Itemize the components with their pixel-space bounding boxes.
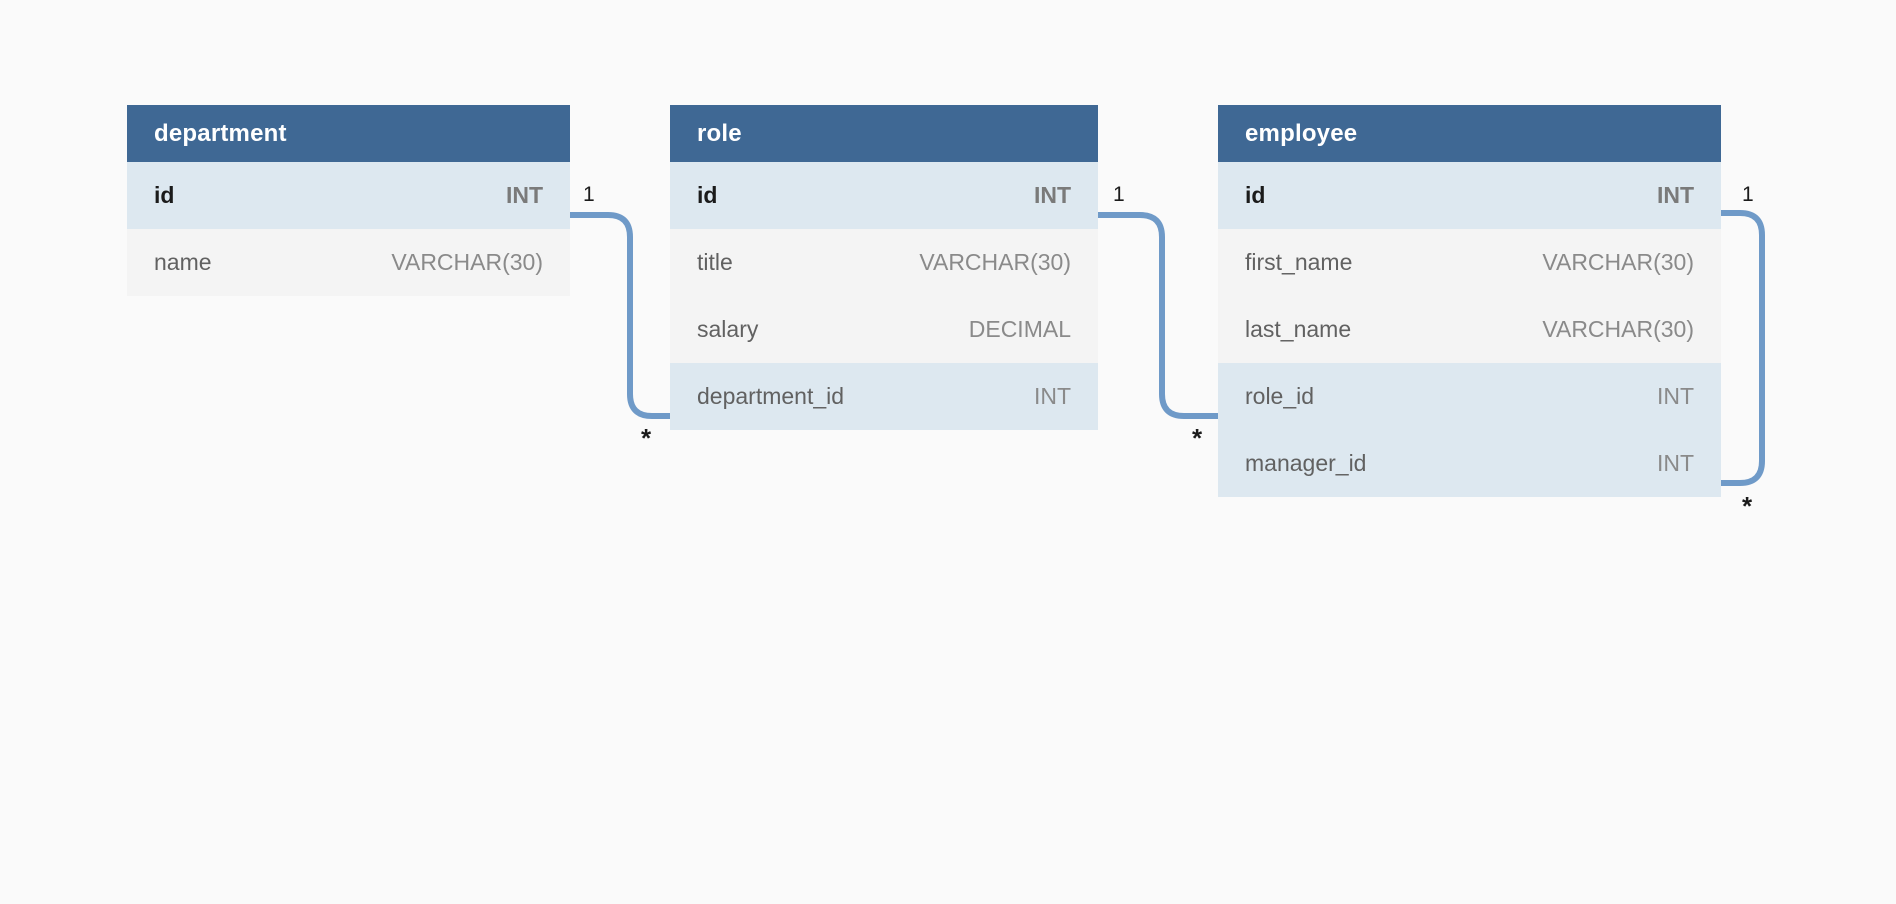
column-type: INT — [1033, 182, 1071, 208]
column-name: salary — [697, 316, 759, 342]
column-type: VARCHAR(30) — [919, 249, 1071, 275]
column-type: INT — [505, 182, 543, 208]
column-name: id — [697, 182, 718, 208]
column-name: department_id — [697, 383, 845, 409]
column-row-employee-first_name[interactable]: first_name VARCHAR(30) — [1218, 229, 1721, 296]
cardinality-target-role-employee: * — [1192, 423, 1203, 453]
column-type: INT — [1033, 383, 1071, 409]
column-row-department-name[interactable]: name VARCHAR(30) — [127, 229, 570, 296]
relationship-link-role-employee[interactable] — [1098, 212, 1218, 419]
column-name: last_name — [1245, 316, 1352, 342]
column-row-role-salary[interactable]: salary DECIMAL — [670, 296, 1098, 363]
column-type: INT — [1656, 383, 1694, 409]
column-name: name — [154, 249, 212, 275]
relationship-link-department-role[interactable] — [570, 212, 670, 419]
entity-title-department: department — [127, 105, 570, 162]
column-type: DECIMAL — [968, 316, 1071, 342]
column-name: id — [154, 182, 175, 208]
column-row-employee-role_id[interactable]: role_id INT — [1218, 363, 1721, 430]
column-type: VARCHAR(30) — [391, 249, 543, 275]
cardinality-target-department-role: * — [641, 423, 652, 453]
column-row-department-id[interactable]: id INT — [127, 162, 570, 229]
column-name: role_id — [1245, 383, 1315, 409]
cardinality-target-employee-manager: * — [1742, 491, 1753, 521]
column-name: first_name — [1245, 249, 1353, 275]
column-row-role-id[interactable]: id INT — [670, 162, 1098, 229]
column-name: id — [1245, 182, 1266, 208]
entity-table-department[interactable]: department id INT name VARCHAR(30) — [127, 105, 570, 296]
cardinality-source-department-role: 1 — [583, 183, 595, 206]
column-type: VARCHAR(30) — [1542, 249, 1694, 275]
entity-title-employee: employee — [1218, 105, 1721, 162]
column-row-employee-last_name[interactable]: last_name VARCHAR(30) — [1218, 296, 1721, 363]
column-row-role-department_id[interactable]: department_id INT — [670, 363, 1098, 430]
relationship-link-employee-manager[interactable] — [1721, 210, 1765, 486]
column-row-employee-manager_id[interactable]: manager_id INT — [1218, 430, 1721, 497]
entity-title-role: role — [670, 105, 1098, 162]
column-type: VARCHAR(30) — [1542, 316, 1694, 342]
cardinality-source-employee-manager: 1 — [1742, 183, 1754, 206]
column-name: title — [697, 249, 733, 275]
column-list-department: id INT name VARCHAR(30) — [127, 162, 570, 296]
column-type: INT — [1656, 182, 1694, 208]
column-name: manager_id — [1245, 450, 1367, 476]
column-type: INT — [1656, 450, 1694, 476]
column-row-employee-id[interactable]: id INT — [1218, 162, 1721, 229]
cardinality-source-role-employee: 1 — [1113, 183, 1125, 206]
column-row-role-title[interactable]: title VARCHAR(30) — [670, 229, 1098, 296]
